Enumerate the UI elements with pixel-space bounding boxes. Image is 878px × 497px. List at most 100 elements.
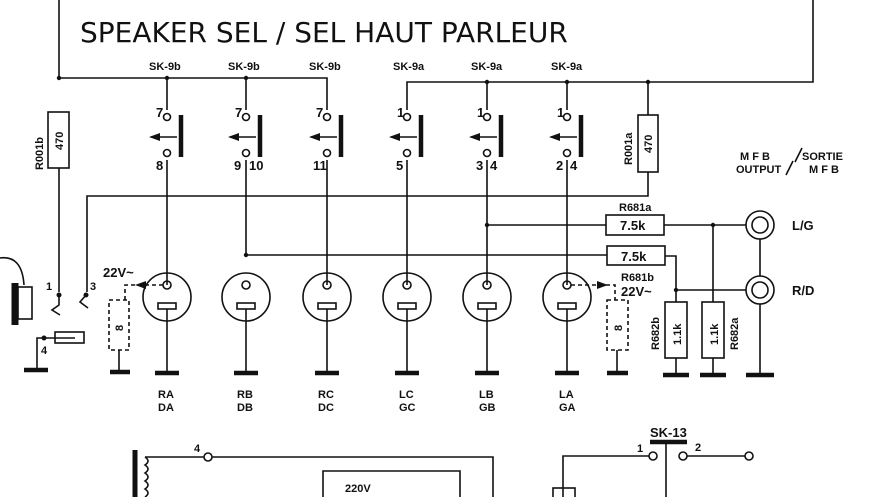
schematic-label: DA: [158, 402, 174, 414]
schematic-label: RC: [318, 389, 334, 401]
schematic-label: 4: [41, 345, 48, 357]
schematic-path: [406, 0, 814, 115]
switch-3: SK-9b 7 11: [309, 61, 344, 173]
schematic-rect: [317, 302, 337, 310]
schematic-label: LB: [479, 389, 494, 401]
schematic-label: R681b: [621, 272, 654, 284]
schematic-label: RA: [158, 389, 174, 401]
schematic-rect: [552, 487, 576, 497]
schematic-path: [486, 160, 606, 226]
schematic-path: [145, 456, 494, 497]
schematic-circle: [162, 112, 172, 122]
pin-label: 7: [316, 105, 323, 120]
schematic-circle: [402, 280, 412, 290]
schematic-circle: [162, 148, 172, 158]
schematic-label: 1.1k: [672, 323, 684, 345]
schematic-label: 4: [194, 443, 201, 455]
schematic-label: OUTPUT: [736, 164, 782, 176]
pin-label: 3: [476, 158, 483, 173]
schematic-circle: [648, 451, 658, 461]
pin-label: 2: [556, 158, 563, 173]
schematic-circle: [562, 112, 572, 122]
schematic-rect: [477, 302, 497, 310]
buses: [56, 0, 814, 292]
pin-label: 9: [234, 158, 241, 173]
resistor-r681a: 7.5k R681a: [605, 202, 746, 236]
pin-label: 5: [396, 158, 403, 173]
schematic-label: 8: [613, 325, 625, 331]
resistor-r682b: 1.1k R682b: [650, 301, 689, 378]
schematic-label: 470: [643, 135, 655, 153]
switch-6: SK-9a 1 2 4: [549, 61, 584, 173]
schematic-label: GA: [559, 402, 576, 414]
jack-right: [745, 275, 775, 305]
schematic-rect: [157, 302, 177, 310]
schematic-path: [322, 470, 461, 497]
schematic-circle: [562, 148, 572, 158]
schematic-label: 220V: [345, 483, 371, 495]
schematic-label: 7.5k: [621, 249, 647, 264]
schematic-rect: [54, 331, 85, 344]
schematic-label: R682b: [650, 317, 662, 350]
schematic-label: R001a: [623, 132, 635, 165]
headphone-jack: 1 3 4: [0, 256, 96, 373]
schematic-label: 22V~: [103, 265, 134, 280]
schematic-label: 22V~: [621, 284, 652, 299]
schematic-rect: [17, 286, 33, 320]
schematic-rect: [236, 302, 256, 310]
switch-label: SK-9a: [551, 61, 583, 73]
schematic-label: SK-13: [650, 425, 687, 440]
switch-label: SK-9a: [471, 61, 503, 73]
schematic-circle: [241, 148, 251, 158]
load-right: 22V~ 8: [571, 281, 652, 376]
schematic-label: R682a: [729, 317, 741, 350]
schematic-circle: [564, 79, 570, 85]
schematic-polygon: [135, 281, 146, 289]
schematic-circle: [56, 75, 62, 81]
pin-label: 7: [156, 105, 163, 120]
resistor-r681b: 7.5k R681b: [606, 245, 746, 302]
resistor-r001b: 470 R001b: [34, 111, 70, 170]
schematic-circle: [322, 148, 332, 158]
schematic-label: M F B: [809, 164, 839, 176]
schematic-label: L/G: [792, 218, 814, 233]
schematic-circle: [482, 112, 492, 122]
switch-group: SK-9b 7 8 SK-9b 7 9 10 SK-9b 7 11 SK-9a …: [149, 61, 584, 173]
schematic-circle: [164, 75, 170, 81]
schematic-label: 1: [637, 443, 643, 455]
schematic-label: 1.1k: [709, 323, 721, 345]
schematic-circle: [484, 79, 490, 85]
schematic-path: [50, 294, 89, 316]
schematic-path: [58, 0, 328, 110]
switch-2: SK-9b 7 9 10: [228, 61, 263, 173]
schematic-circle: [402, 148, 412, 158]
schematic-label: LA: [559, 389, 574, 401]
schematic-rect: [47, 111, 70, 169]
schematic-polygon: [549, 133, 560, 141]
pin-label: 1: [397, 105, 404, 120]
schematic-label: DC: [318, 402, 334, 414]
schematic-path: [143, 456, 149, 497]
schematic-path: [785, 147, 803, 176]
schematic-rect: [606, 299, 629, 351]
schematic-label: SORTIE: [802, 151, 843, 163]
pin-label: 4: [570, 158, 578, 173]
schematic-circle: [673, 287, 679, 293]
switch-label: SK-9b: [228, 61, 260, 73]
schematic-polygon: [389, 133, 400, 141]
schematic-circle: [241, 112, 251, 122]
schematic-circle: [744, 451, 754, 461]
schematic-rect: [397, 302, 417, 310]
switch-label: SK-9b: [309, 61, 341, 73]
schematic-circle: [482, 148, 492, 158]
schematic-label: R001b: [34, 137, 46, 170]
pin-label: 1: [477, 105, 484, 120]
pin-label: 7: [235, 105, 242, 120]
schematic-label: 7.5k: [620, 218, 646, 233]
pin-label: 4: [490, 158, 498, 173]
